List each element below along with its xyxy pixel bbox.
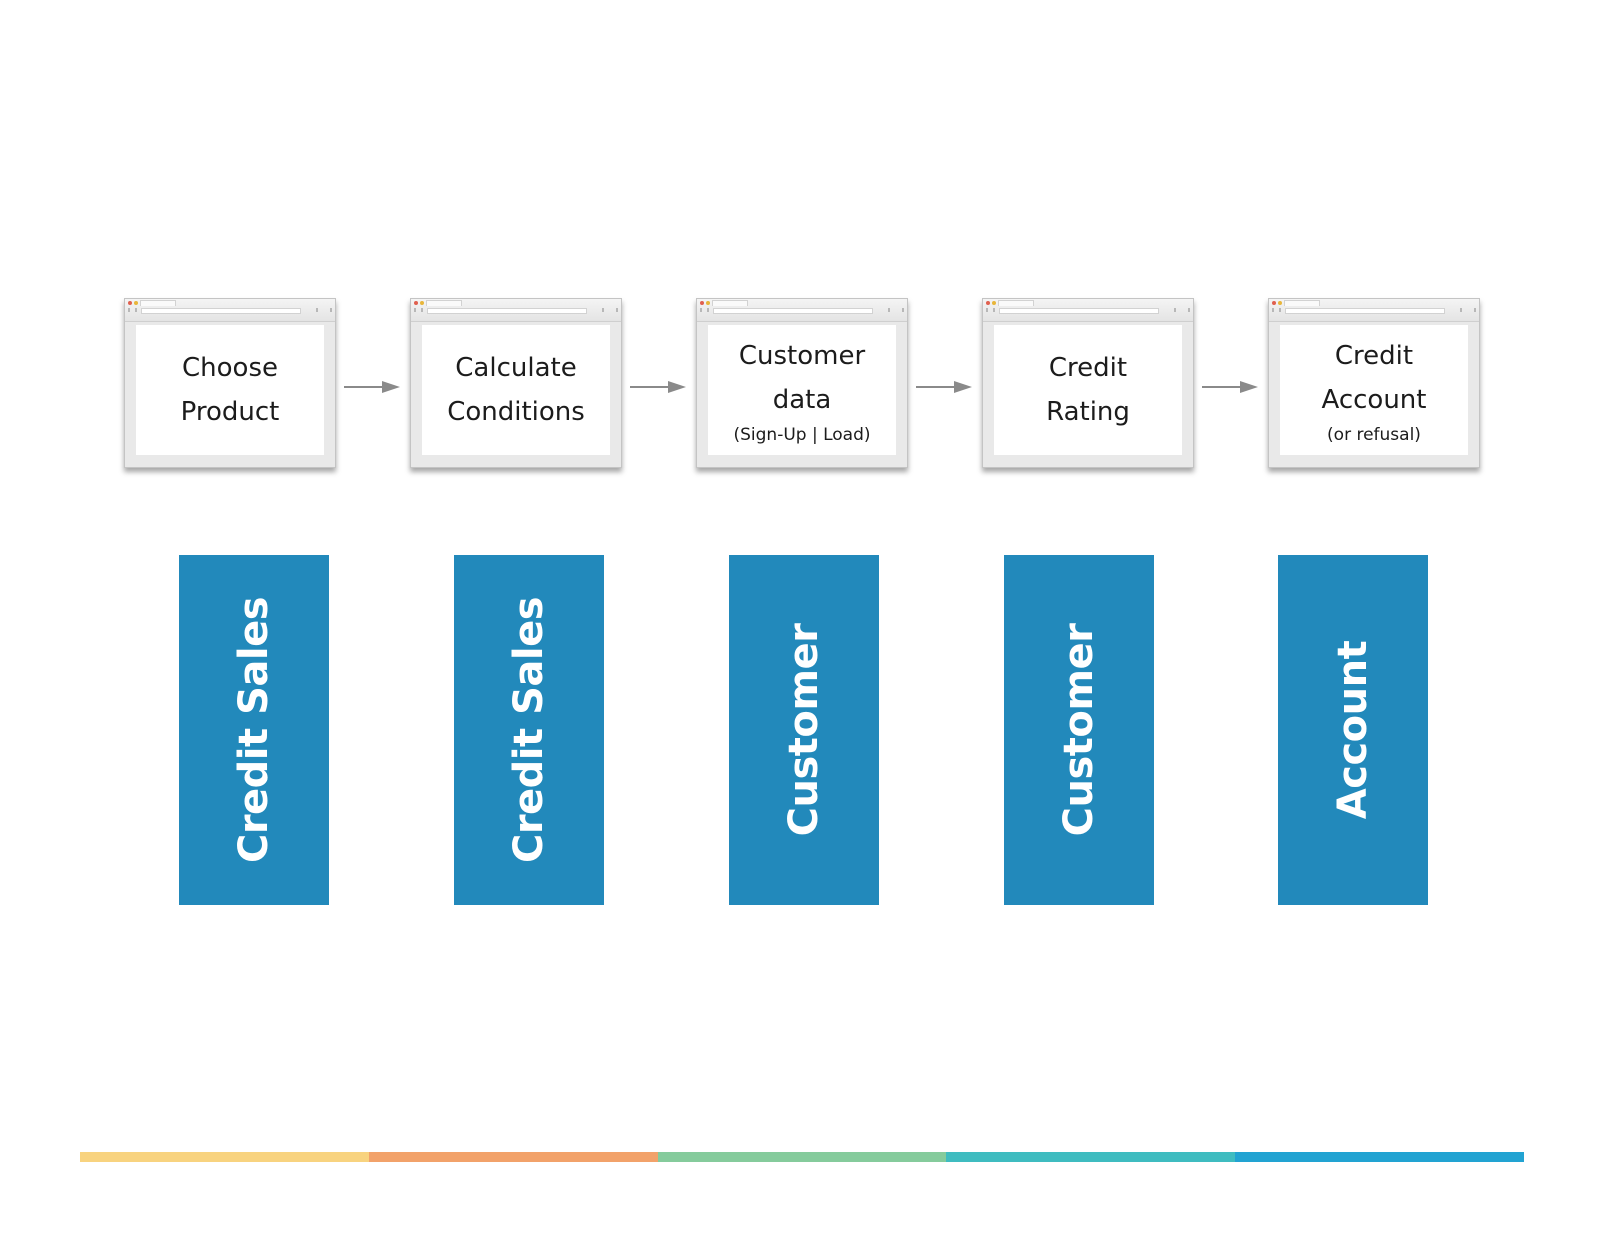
context-label: Customer bbox=[1056, 623, 1102, 837]
context-label: Customer bbox=[781, 623, 827, 837]
step-content: Customer data (Sign-Up | Load) bbox=[708, 325, 896, 455]
step-card-customer-data: Customer data (Sign-Up | Load) bbox=[696, 298, 908, 468]
step-content: Calculate Conditions bbox=[422, 325, 610, 455]
browser-chrome bbox=[697, 299, 907, 322]
context-bar-account: Account bbox=[1278, 555, 1428, 905]
nav-buttons-icon bbox=[986, 308, 995, 312]
toolbar-icons bbox=[888, 308, 904, 312]
close-dot-icon bbox=[700, 301, 704, 305]
context-label: Credit Sales bbox=[506, 596, 552, 864]
url-bar bbox=[141, 308, 301, 314]
context-label: Credit Sales bbox=[231, 596, 277, 864]
step-content: Credit Account (or refusal) bbox=[1280, 325, 1468, 455]
step-title: Credit Account bbox=[1321, 341, 1427, 415]
browser-tab bbox=[998, 300, 1034, 306]
toolbar-icons bbox=[316, 308, 332, 312]
step-subtitle: (Sign-Up | Load) bbox=[733, 425, 871, 445]
browser-chrome bbox=[125, 299, 335, 322]
close-dot-icon bbox=[986, 301, 990, 305]
step-subtitle: (or refusal) bbox=[1327, 425, 1421, 445]
color-stripe bbox=[80, 1152, 1524, 1162]
step-card-credit-rating: Credit Rating bbox=[982, 298, 1194, 468]
stripe-segment bbox=[1235, 1152, 1524, 1162]
context-bar-customer: Customer bbox=[1004, 555, 1154, 905]
close-dot-icon bbox=[414, 301, 418, 305]
browser-tab bbox=[1284, 300, 1320, 306]
step-title: Credit Rating bbox=[1046, 353, 1130, 427]
minimize-dot-icon bbox=[134, 301, 138, 305]
browser-tab bbox=[712, 300, 748, 306]
stripe-segment bbox=[368, 1152, 658, 1162]
arrow-right-icon bbox=[630, 381, 686, 393]
stripe-segment bbox=[946, 1152, 1236, 1162]
toolbar-icons bbox=[1460, 308, 1476, 312]
browser-chrome bbox=[1269, 299, 1479, 322]
browser-tab bbox=[426, 300, 462, 306]
toolbar-icons bbox=[602, 308, 618, 312]
step-title: Customer data bbox=[738, 341, 866, 415]
url-bar bbox=[1285, 308, 1445, 314]
nav-buttons-icon bbox=[128, 308, 137, 312]
step-card-credit-account: Credit Account (or refusal) bbox=[1268, 298, 1480, 468]
close-dot-icon bbox=[128, 301, 132, 305]
close-dot-icon bbox=[1272, 301, 1276, 305]
context-bar-credit-sales: Credit Sales bbox=[179, 555, 329, 905]
arrow-right-icon bbox=[344, 381, 400, 393]
context-label: Account bbox=[1330, 640, 1376, 820]
browser-chrome bbox=[411, 299, 621, 322]
nav-buttons-icon bbox=[414, 308, 423, 312]
nav-buttons-icon bbox=[700, 308, 709, 312]
step-card-choose-product: Choose Product bbox=[124, 298, 336, 468]
step-title: Choose Product bbox=[180, 353, 280, 427]
minimize-dot-icon bbox=[706, 301, 710, 305]
minimize-dot-icon bbox=[1278, 301, 1282, 305]
step-card-calculate-conditions: Calculate Conditions bbox=[410, 298, 622, 468]
stripe-segment bbox=[657, 1152, 947, 1162]
context-bar-credit-sales: Credit Sales bbox=[454, 555, 604, 905]
arrow-right-icon bbox=[1202, 381, 1258, 393]
step-title: Calculate Conditions bbox=[447, 353, 585, 427]
browser-chrome bbox=[983, 299, 1193, 322]
toolbar-icons bbox=[1174, 308, 1190, 312]
step-content: Choose Product bbox=[136, 325, 324, 455]
nav-buttons-icon bbox=[1272, 308, 1281, 312]
arrow-right-icon bbox=[916, 381, 972, 393]
stripe-segment bbox=[80, 1152, 369, 1162]
url-bar bbox=[427, 308, 587, 314]
minimize-dot-icon bbox=[420, 301, 424, 305]
url-bar bbox=[713, 308, 873, 314]
url-bar bbox=[999, 308, 1159, 314]
context-bar-customer: Customer bbox=[729, 555, 879, 905]
browser-tab bbox=[140, 300, 176, 306]
step-content: Credit Rating bbox=[994, 325, 1182, 455]
minimize-dot-icon bbox=[992, 301, 996, 305]
